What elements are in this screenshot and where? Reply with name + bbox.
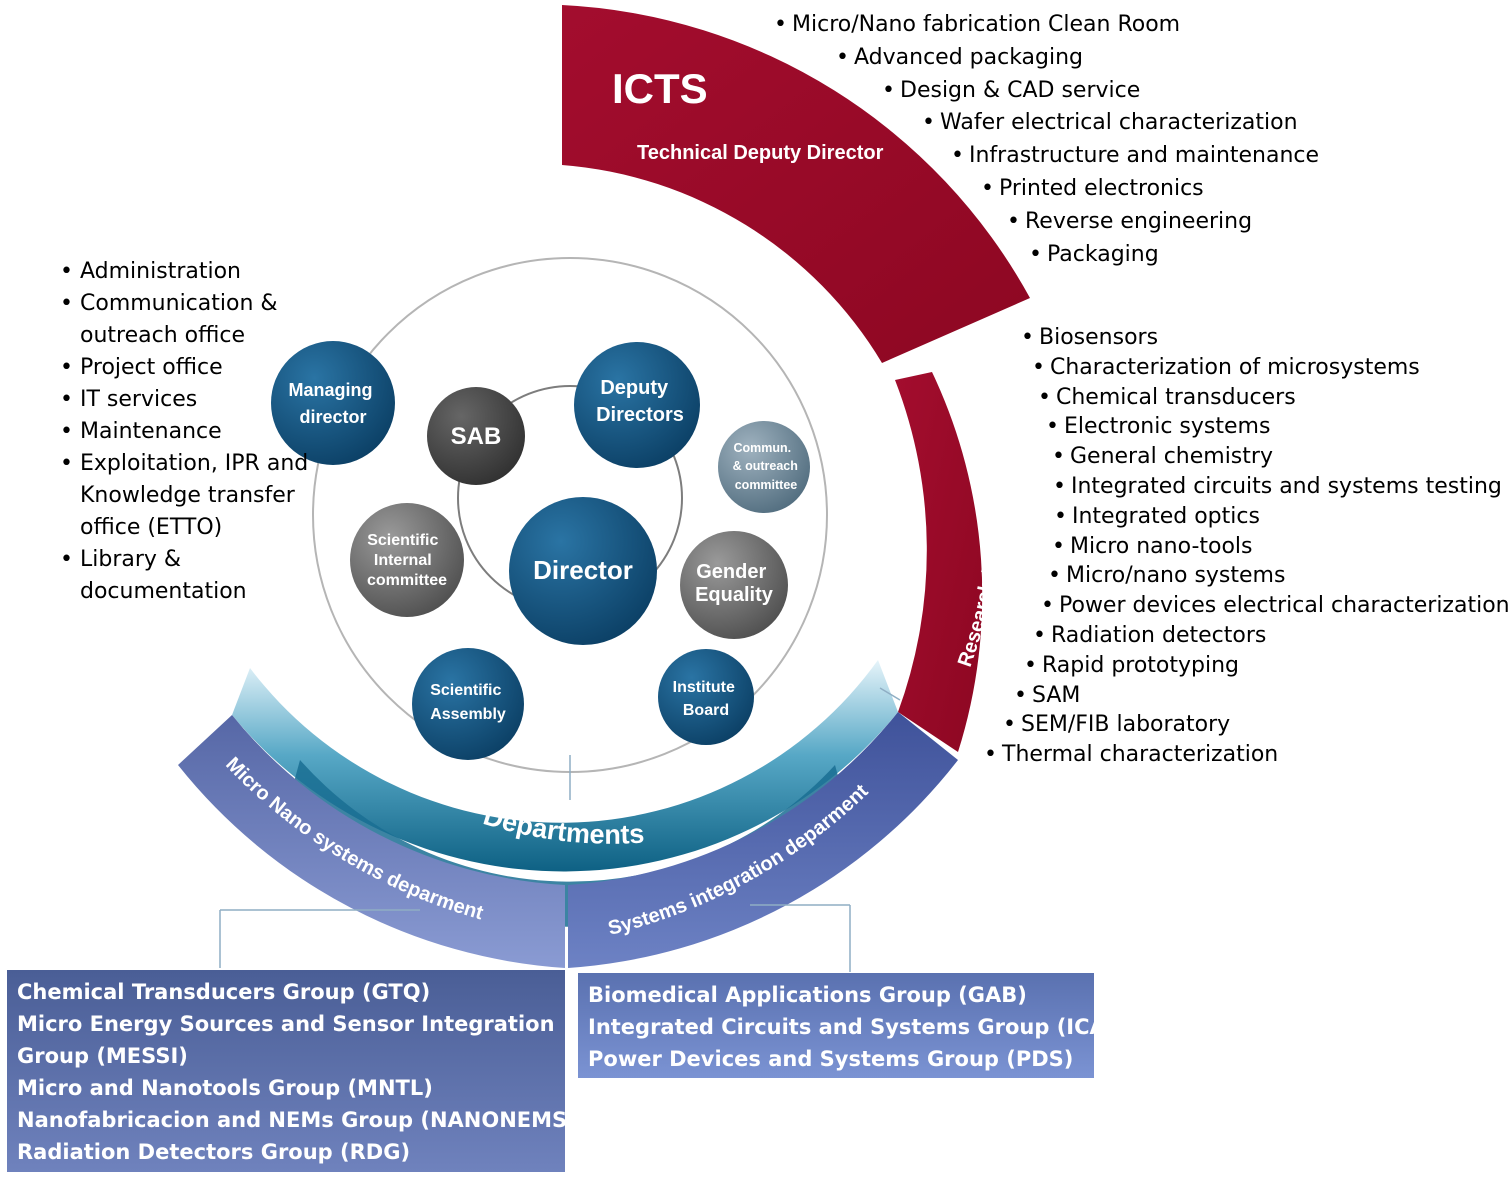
icts-service-item: Advanced packaging [836,45,1083,70]
group-item: Nanofabricacion and NEMs Group (NANONEMS… [17,1108,577,1132]
icts-service-item: Design & CAD service [882,78,1140,103]
research-lab-item: Micro/nano systems [1048,564,1285,589]
research-lab-item: Biosensors [1021,326,1158,351]
svg-text:Institute Board: Institute Board [673,679,740,719]
admin-item: Communication & outreach office [0,288,308,352]
systems-integration-groups-box: Biomedical Applications Group (GAB) Integ… [578,973,1131,1078]
admin-item-line: outreach office [80,323,245,348]
node-deputy-directors: Deputy Directors [574,342,700,468]
admin-item: Administration [0,256,308,288]
svg-text:Commun. & outreach: Commun. & outreach committee [733,441,802,492]
icts-service-item: Reverse engineering [1007,209,1252,234]
node-gender-equality: Gender Equality [680,531,788,639]
node-commun-committee: Commun. & outreach committee [718,421,810,513]
research-lab-item: SEM/FIB laboratory [1003,713,1230,738]
group-item: Group (MESSI) [17,1044,188,1068]
admin-item-line: IT services [80,387,198,412]
admin-item-line: Project office [80,355,223,380]
research-lab-item: Rapid prototyping [1024,653,1239,678]
icts-sector [562,5,1030,363]
svg-text:Scientific Assembly: Scientific Assembly [430,682,506,723]
group-item: Radiation Detectors Group (RDG) [17,1140,411,1164]
systems-integration-band [568,712,958,968]
admin-item-line: Knowledge transfer [80,483,295,508]
node-director: Director [509,497,657,645]
connectors [219,687,901,972]
svg-text:SAB: SAB [451,423,502,450]
admin-item-line: Administration [80,259,241,284]
research-lab-item: Chemical transducers [1038,385,1296,410]
admin-item-line: Exploitation, IPR and [80,451,309,476]
icts-service-item: Micro/Nano fabrication Clean Room [774,13,1180,38]
admin-item: Project office [0,352,308,384]
group-item: Integrated Circuits and Systems Group (I… [588,1015,1131,1039]
group-item: Power Devices and Systems Group (PDS) [588,1047,1074,1071]
research-lab-item: Power devices electrical characterizatio… [1041,594,1510,619]
admin-item-line: Maintenance [80,419,222,444]
admin-item-line: Library & [80,547,182,572]
svg-text:Deputy Directors: Deputy Directors [596,377,684,426]
admin-item-line: Communication & [80,291,278,316]
research-lab-item: SAM [1014,683,1081,708]
node-scientific-assembly: Scientific Assembly [412,648,524,760]
svg-text:Gender Equality: Gender Equality [695,561,774,606]
micro-nano-band [178,715,565,968]
icts-service-item: Printed electronics [981,177,1204,202]
node-sab: SAB [427,387,525,485]
admin-item-line: documentation [80,579,247,604]
research-lab-item: Micro nano-tools [1052,534,1252,559]
icts-title: ICTS [612,65,708,112]
group-item: Micro Energy Sources and Sensor Integrat… [17,1012,555,1036]
research-lab-item: Integrated optics [1054,504,1260,529]
research-lab-item: Radiation detectors [1033,624,1266,649]
icts-service-item: Infrastructure and maintenance [951,144,1319,169]
research-lab-item: General chemistry [1052,445,1273,470]
icts-service-item: Wafer electrical characterization [922,111,1298,136]
group-item: Micro and Nanotools Group (MNTL) [17,1076,433,1100]
group-item: Chemical Transducers Group (GTQ) [17,980,431,1004]
group-item: Biomedical Applications Group (GAB) [588,983,1027,1007]
svg-text:Director: Director [533,555,633,585]
research-sector [895,372,983,752]
micro-nano-groups-box: Chemical Transducers Group (GTQ) Micro En… [7,970,577,1172]
svg-text:Scientific Internal: Scientific Internal committee [367,532,447,589]
admin-item: Maintenance [0,416,308,448]
icts-service-item: Packaging [1029,242,1159,267]
node-scientific-internal-committee: Scientific Internal committee [350,503,464,617]
admin-item-line: office (ETTO) [80,515,223,540]
research-lab-item: Thermal characterization [984,743,1278,768]
node-institute-board: Institute Board [658,649,754,745]
icts-subtitle: Technical Deputy Director [637,142,884,164]
research-lab-item: Characterization of microsystems [1032,355,1420,380]
research-lab-item: Electronic systems [1046,415,1270,440]
admin-item: IT services [0,384,308,416]
departments-band [232,660,898,872]
admin-list: AdministrationCommunication & outreach of… [0,256,308,608]
research-lab-item: Integrated circuits and systems testing [1053,475,1502,500]
svg-text:Managing director: Managing director [288,380,377,427]
admin-item: Library & documentation [0,544,308,608]
